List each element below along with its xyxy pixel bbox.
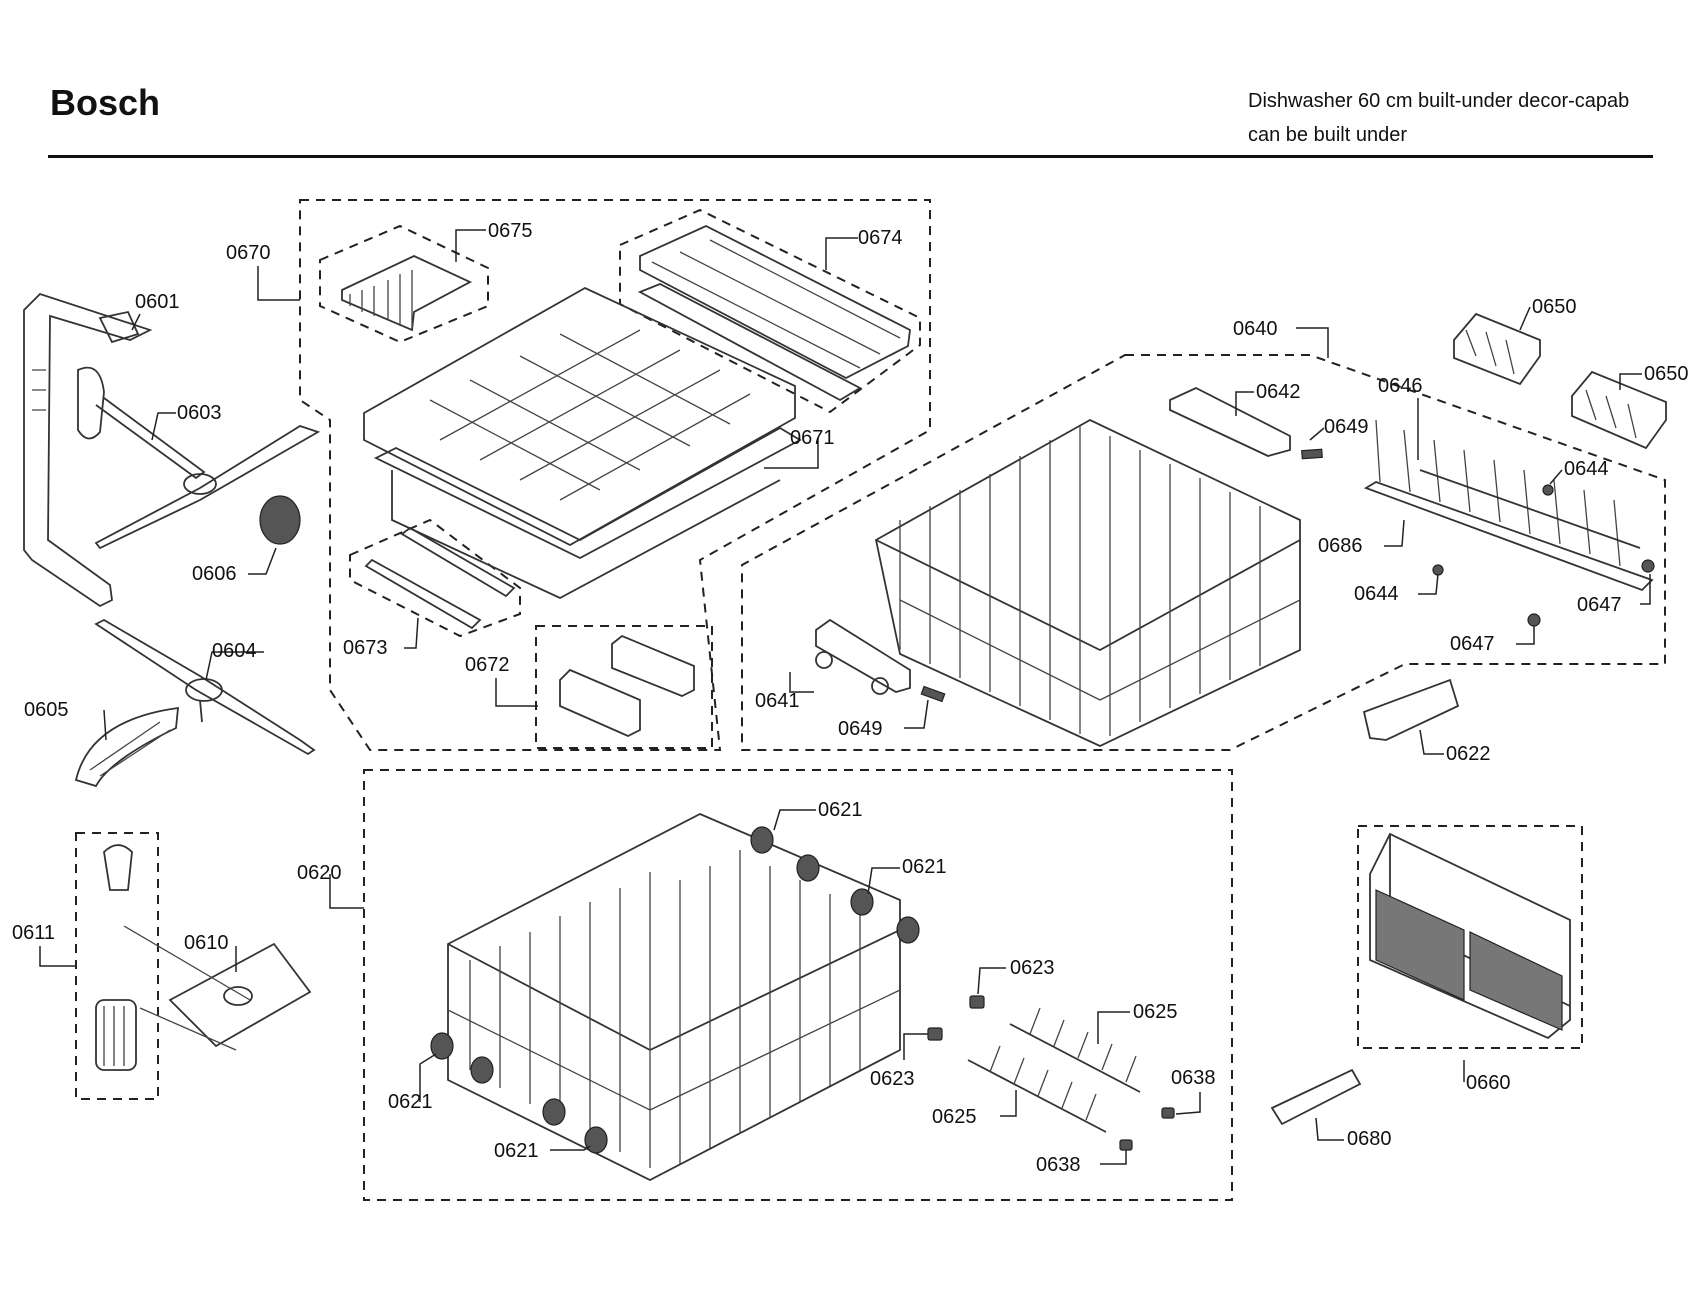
callout-0674: 0674	[858, 227, 903, 249]
basket-wheels-0621	[430, 826, 920, 1154]
cup-shelf-0650a	[1453, 312, 1541, 386]
cutlery-drawer-0671	[363, 286, 802, 600]
callout-0672: 0672	[465, 654, 510, 676]
callout-0680: 0680	[1347, 1128, 1392, 1150]
callout-0606: 0606	[192, 563, 237, 585]
callout-0601: 0601	[135, 291, 180, 313]
callout-0650: 0650	[1532, 296, 1577, 318]
callout-0623: 0623	[870, 1068, 915, 1090]
callout-0621: 0621	[494, 1140, 539, 1162]
callout-0660: 0660	[1466, 1072, 1511, 1094]
callout-0673: 0673	[343, 637, 388, 659]
callout-0638: 0638	[1036, 1154, 1081, 1176]
group-box-0640	[741, 354, 1666, 751]
callout-0646: 0646	[1378, 375, 1423, 397]
rack-bracket-0641	[815, 618, 911, 695]
model-description: Dishwasher 60 cm built-under decor-capab…	[1248, 84, 1629, 152]
upper-basket-0640	[874, 418, 1301, 747]
clip-set-0672	[559, 634, 695, 737]
group-box-0670	[299, 199, 931, 751]
callout-0625: 0625	[1133, 1001, 1178, 1023]
callout-0641: 0641	[755, 690, 800, 712]
leader-lines	[39, 229, 1651, 1165]
rack-stop-0649-upper	[1301, 448, 1323, 460]
lower-spray-arm-0604	[94, 618, 316, 756]
callout-0621: 0621	[388, 1091, 433, 1113]
group-box-0620	[363, 769, 1233, 1201]
rack-upper-tray-0674	[637, 225, 911, 402]
callout-0623: 0623	[1010, 957, 1055, 979]
callout-0650: 0650	[1644, 363, 1689, 385]
callout-0671: 0671	[790, 427, 835, 449]
upper-spray-arm-0603	[77, 366, 321, 550]
cutlery-insert-0675	[341, 255, 473, 332]
spray-arm-supply-pipe-0601	[23, 292, 153, 608]
callout-0620: 0620	[297, 862, 342, 884]
clip-0647b	[1527, 613, 1541, 627]
group-box-0611	[75, 832, 159, 1100]
group-box-0673	[349, 518, 521, 638]
callout-0647: 0647	[1577, 594, 1622, 616]
brand-title: Bosch	[50, 82, 161, 123]
cutlery-basket-0660	[1369, 832, 1571, 1040]
clip-0647a	[1641, 559, 1655, 573]
callout-0621: 0621	[902, 856, 947, 878]
group-box-0675	[319, 224, 489, 344]
tine-holders-0623	[927, 995, 985, 1041]
callout-0644: 0644	[1564, 458, 1609, 480]
side-tray-0673	[364, 526, 516, 630]
description-line-2: can be built under	[1248, 124, 1408, 146]
lower-basket-0620	[447, 813, 901, 1182]
group-box-0672	[535, 625, 713, 749]
handle-trim-0680	[1270, 1068, 1362, 1126]
callout-0605: 0605	[24, 699, 69, 721]
rack-handle-0622	[1362, 678, 1460, 741]
callout-0649: 0649	[1324, 416, 1369, 438]
callout-0686: 0686	[1318, 535, 1363, 557]
header-rule	[48, 155, 1653, 158]
clip-0644b	[1432, 564, 1444, 576]
callout-0603: 0603	[177, 402, 222, 424]
clip-0644a	[1542, 484, 1554, 496]
callout-0644: 0644	[1354, 583, 1399, 605]
cup-shelf-0650b	[1571, 370, 1667, 450]
drain-filter-assembly-0611	[95, 844, 137, 1071]
callout-0611: 0611	[12, 922, 55, 944]
lower-arm-cover-0605	[74, 706, 180, 788]
folding-tines-0646	[1363, 419, 1654, 592]
micro-filter-plate-0610	[123, 925, 312, 1051]
callout-0604: 0604	[212, 640, 257, 662]
rack-stop-0649-lower	[920, 685, 946, 703]
callout-labels: 0601 0603 0606 0604 0605 0670 0675 0674 0671 0673…	[12, 220, 1689, 1176]
clips-0638	[1119, 1107, 1175, 1151]
rack-bracket-0642	[1169, 386, 1291, 457]
group-box-0660	[1357, 825, 1583, 1049]
callout-0649: 0649	[838, 718, 883, 740]
callout-0638: 0638	[1171, 1067, 1216, 1089]
filter-disc-0606	[259, 495, 301, 545]
callout-0670: 0670	[226, 242, 271, 264]
description-line-1: Dishwasher 60 cm built-under decor-capab	[1248, 90, 1630, 112]
callout-0647: 0647	[1450, 633, 1495, 655]
callout-0642: 0642	[1256, 381, 1301, 403]
callout-0610: 0610	[184, 932, 229, 954]
callout-0675: 0675	[488, 220, 533, 242]
callout-0622: 0622	[1446, 743, 1491, 765]
folding-tines-0625	[967, 1007, 1141, 1133]
callout-0625: 0625	[932, 1106, 977, 1128]
callout-0640: 0640	[1233, 318, 1278, 340]
callout-0621: 0621	[818, 799, 863, 821]
